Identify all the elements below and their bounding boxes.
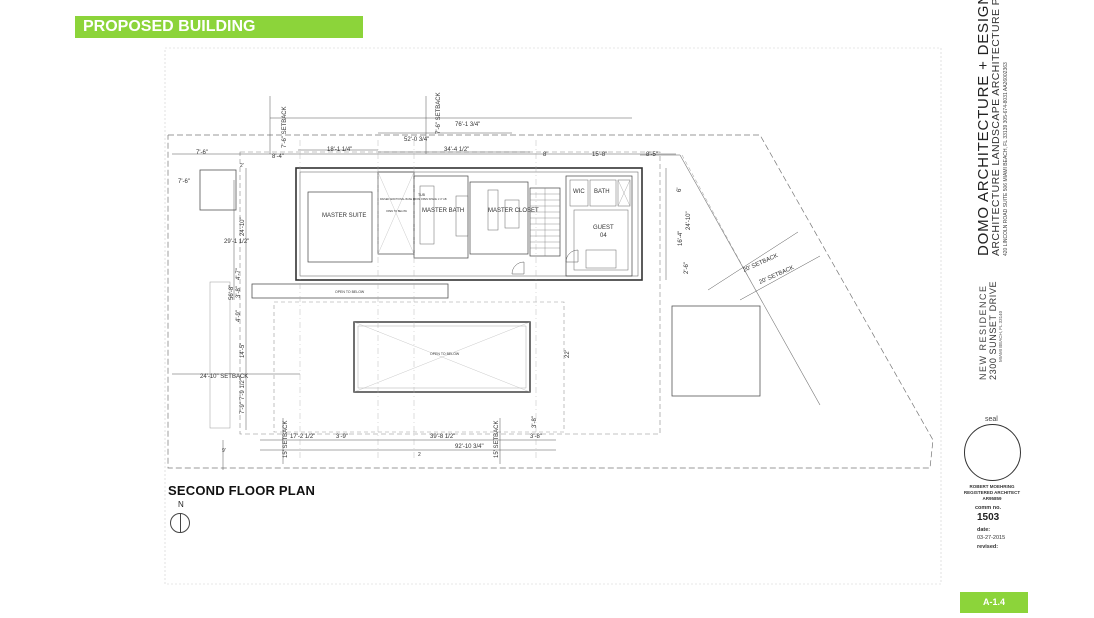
seal-label: seal: [985, 416, 998, 423]
dim-3-9: 3'-9": [336, 434, 348, 440]
project-name: NEW RESIDENCE: [978, 284, 988, 380]
architect-number: AR95859: [982, 496, 1002, 501]
room-label-guest: GUEST: [593, 225, 614, 231]
architect-title: REGISTERED ARCHITECT: [963, 490, 1021, 495]
room-label-note: RAISED ADDITIONAL BASE FROM OPEN SPACE 1…: [380, 198, 447, 201]
dim-8-5: 8'-5": [646, 152, 658, 158]
dim-3-8-v: 3'-8": [236, 286, 242, 298]
firm-subtitle: ARCHITECTURE LANDSCAPE ARCHITECTURE PLAN…: [990, 0, 1002, 256]
dim-2: 2': [240, 163, 244, 169]
dim-8: 8': [543, 152, 547, 158]
room-label-bath: BATH: [594, 189, 610, 195]
dim-3-8: 3'-8": [530, 434, 542, 440]
setback-bottom-right: 15' SETBACK: [494, 421, 500, 459]
firm-address: 420 LINCOLN ROAD SUITE 506 MIAMI BEACH, …: [1003, 62, 1009, 256]
dim-24-10-setback: 24'-10" SETBACK: [200, 374, 248, 380]
dim-3-8-b: 3'-8": [532, 416, 538, 428]
dim-18: 18'-1 1/4": [327, 147, 352, 153]
room-label-opento: OPEN TO BELOW: [386, 210, 408, 213]
room-label-master-closet: MASTER CLOSET: [488, 208, 539, 214]
setback-top-mid: 7'-6" SETBACK: [436, 92, 442, 134]
dim-7-9: 7'-9": [240, 402, 246, 414]
comm-label: comm no.: [975, 505, 1001, 511]
dim-6: 6': [677, 188, 683, 192]
north-label: N: [178, 500, 184, 509]
project-address: 2300 SUNSET DRIVE: [988, 280, 998, 380]
dim-4-9: 4'-9": [236, 310, 242, 322]
north-arrow-pointer: [180, 513, 181, 533]
dim-39: 39'-8 1/2": [430, 434, 455, 440]
dim-16-4: 16'-4": [678, 231, 684, 246]
setback-top-left: 7'-6" SETBACK: [282, 106, 288, 148]
dim-14-5: 14'-5": [240, 343, 246, 358]
dim-9: 9': [222, 448, 226, 454]
dim-7-6-a: 7'-6": [196, 150, 208, 156]
dim-56-8: 56'-8": [229, 285, 235, 300]
room-label-master-suite: MASTER SUITE: [322, 213, 366, 219]
architect-seal: [964, 424, 1021, 481]
dim-92: 92'-10 3/4": [455, 444, 484, 450]
room-label-guest-no: 04: [600, 233, 607, 239]
dim-76: 76'-1 3/4": [455, 122, 480, 128]
plan-title: SECOND FLOOR PLAN: [168, 483, 316, 498]
comm-number: 1503: [977, 512, 1000, 523]
revised-label: revised:: [977, 544, 999, 550]
date-value: 03-27-2015: [977, 535, 1006, 541]
open-to-below-balcony: OPEN TO BELOW: [335, 290, 365, 294]
setback-bottom-left: 15' SETBACK: [283, 421, 289, 459]
dim-34: 34'-4 1/2": [444, 147, 469, 153]
dim-7-6-b: 7'-6": [178, 179, 190, 185]
date-label: date:: [977, 527, 991, 533]
dim-8-4: 8'-4": [272, 154, 284, 160]
setback-diag-2: 20' SETBACK: [758, 265, 795, 286]
dim-7-9-half: 7'-9 1/2": [240, 378, 246, 400]
dim-24-10-right: 24'-10": [686, 211, 692, 230]
sheet-number-badge: A-1.4: [960, 592, 1028, 613]
dim-2-grid: 2: [418, 452, 421, 458]
project-city: MIAMI BEACH, FL 33140: [998, 310, 1003, 362]
dim-4-7: 4'-7": [236, 268, 242, 280]
proposed-building-banner: PROPOSED BUILDING: [75, 16, 363, 38]
room-label-tub: TUB: [418, 193, 426, 197]
dim-17-2: 17'-2 1/2": [290, 434, 315, 440]
dim-15-8: 15'-8": [592, 152, 607, 158]
dim-22: 22': [565, 350, 571, 358]
room-label-master-bath: MASTER BATH: [422, 208, 464, 214]
dim-24-10-left: 24'-10": [240, 217, 246, 236]
dim-52: 52'-0 3/4": [404, 137, 429, 143]
architect-name: ROBERT MOEHRING: [969, 484, 1015, 489]
room-label-wic: WIC: [573, 189, 585, 195]
dim-29: 29'-1 1/2": [224, 239, 249, 245]
dim-2-6: 2'-6": [684, 262, 690, 274]
open-to-below-court: OPEN TO BELOW: [430, 352, 460, 356]
